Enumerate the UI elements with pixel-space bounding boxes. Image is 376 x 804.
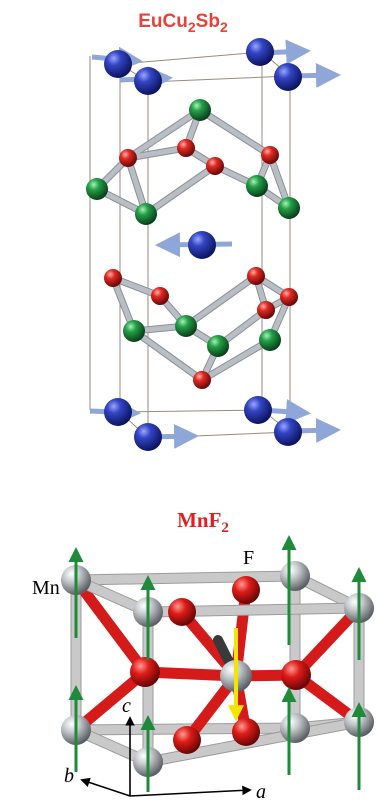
axis-b-label: b (64, 765, 74, 787)
axis-a-label: a (256, 781, 266, 803)
lattice-axes (80, 716, 252, 797)
axis-c-label: c (122, 695, 131, 717)
f-label: F (243, 547, 254, 569)
f-atoms (130, 576, 311, 754)
mn-atoms (61, 561, 374, 777)
eu-atoms (104, 38, 302, 451)
mnf2-title: MnF2 (177, 508, 229, 536)
mn-moment-arrows (68, 535, 367, 792)
sb-atoms (104, 139, 298, 389)
eucu2sb2-title: EuCu2Sb2 (138, 11, 228, 35)
cu-atoms (86, 99, 300, 357)
mn-label: Mn (32, 577, 60, 599)
